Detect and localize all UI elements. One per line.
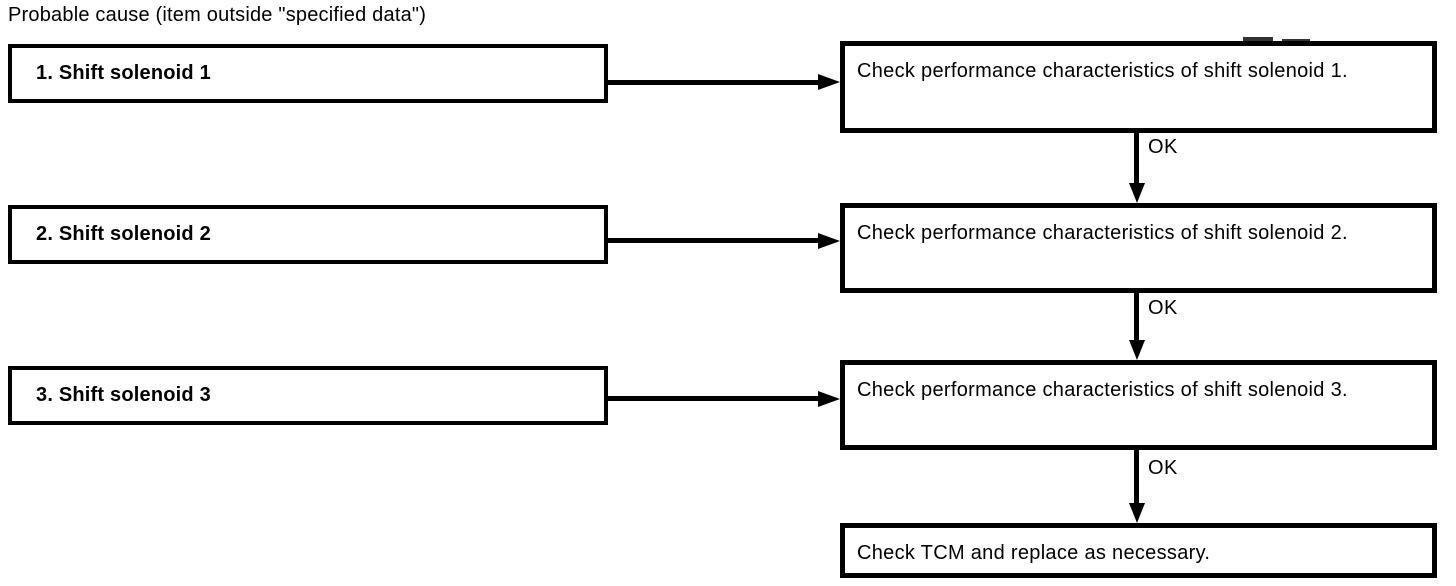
connector-line-vertical: [1134, 293, 1139, 340]
connector-line-vertical: [1134, 450, 1139, 503]
check-text: Check performance characteristics of shi…: [857, 60, 1348, 82]
diagram-title: Probable cause (item outside "specified …: [8, 4, 427, 26]
cause-box-shift-solenoid-1: 1. Shift solenoid 1: [8, 44, 608, 103]
arrow-down-icon: [1129, 340, 1145, 360]
check-box-solenoid-1: Check performance characteristics of shi…: [840, 41, 1437, 133]
arrow-right-icon: [818, 391, 840, 407]
connector-line-horizontal: [604, 80, 818, 85]
arrow-right-icon: [818, 74, 840, 90]
connector-line-horizontal: [604, 238, 818, 243]
ok-label: OK: [1148, 136, 1178, 158]
arrow-down-icon: [1129, 503, 1145, 523]
check-text: Check performance characteristics of shi…: [857, 379, 1348, 401]
check-box-solenoid-3: Check performance characteristics of shi…: [840, 360, 1437, 450]
connector-line-vertical: [1134, 133, 1139, 183]
arrow-right-icon: [818, 233, 840, 249]
cause-box-shift-solenoid-2: 2. Shift solenoid 2: [8, 205, 608, 264]
cause-label: 2. Shift solenoid 2: [36, 223, 211, 245]
check-box-tcm: Check TCM and replace as necessary.: [840, 523, 1437, 578]
ok-label: OK: [1148, 297, 1178, 319]
check-box-solenoid-2: Check performance characteristics of shi…: [840, 203, 1437, 293]
connector-line-horizontal: [604, 396, 818, 401]
ok-label: OK: [1148, 457, 1178, 479]
scan-artifact: [1243, 37, 1273, 41]
arrow-down-icon: [1129, 183, 1145, 203]
cause-label: 1. Shift solenoid 1: [36, 62, 211, 84]
check-text: Check TCM and replace as necessary.: [857, 542, 1211, 564]
check-text: Check performance characteristics of shi…: [857, 222, 1348, 244]
cause-box-shift-solenoid-3: 3. Shift solenoid 3: [8, 366, 608, 425]
cause-label: 3. Shift solenoid 3: [36, 384, 211, 406]
